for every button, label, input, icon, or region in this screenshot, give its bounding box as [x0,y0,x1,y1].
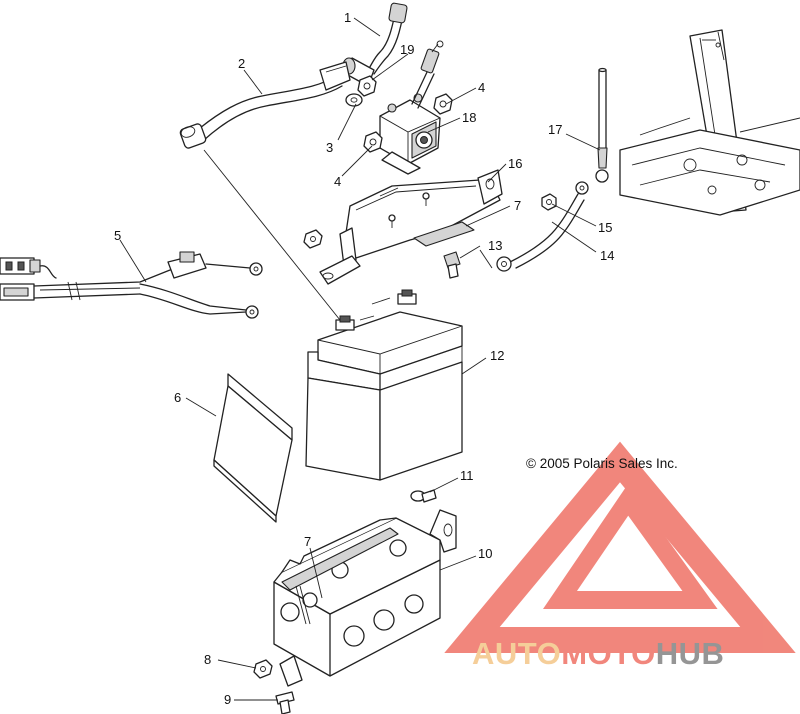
callout-18: 18 [462,110,476,125]
watermark-text-auto: AUTO [472,636,561,671]
callout-4-lower: 4 [334,174,341,189]
nut-part-19 [357,75,377,97]
callout-6: 6 [174,390,181,405]
cable-part-2 [179,61,351,149]
harness-part-5 [0,251,263,319]
callout-13: 13 [488,238,502,253]
callout-8: 8 [204,652,211,667]
callout-2: 2 [238,56,245,71]
bolt-part-9 [275,691,295,714]
frame-bracket [619,29,800,216]
solenoid-part-18 [379,40,444,175]
callout-14: 14 [600,248,614,263]
callout-11: 11 [460,468,474,483]
callout-10: 10 [478,546,492,561]
callout-15: 15 [598,220,612,235]
copyright-notice: © 2005 Polaris Sales Inc. [526,456,678,471]
callout-12: 12 [490,348,504,363]
bolt-part-11 [410,489,437,503]
callout-1: 1 [344,10,351,25]
watermark-logo-icon [444,441,796,653]
callout-16: 16 [508,156,522,171]
nut-part-4-lower [363,131,383,153]
callout-19: 19 [400,42,414,57]
tray-part-10 [273,509,457,687]
cable-part-14 [496,181,589,272]
callout-4-upper: 4 [478,80,485,95]
strap-part-7-lower [281,527,399,625]
bracket-part-16 [319,169,503,285]
strap-part-7-upper [413,221,475,247]
callout-3: 3 [326,140,333,155]
callout-7-upper: 7 [514,198,521,213]
callout-numbers: 1 2 3 4 4 5 6 7 7 8 9 10 11 12 13 14 15 … [114,10,614,707]
callout-5: 5 [114,228,121,243]
washer-part-3 [345,93,363,107]
callout-17: 17 [548,122,562,137]
leader-lines [119,17,601,701]
callout-9: 9 [224,692,231,707]
cable-part-1 [342,2,408,87]
automotohub-watermark: AUTOMOTOHUB [444,441,796,671]
watermark-text-moto: MOTO [561,636,655,671]
watermark-text-hub: HUB [656,636,725,671]
bolt-part-13 [443,251,461,279]
battery-part-12 [305,289,463,481]
nut-bracket [303,229,323,249]
svg-text:AUTOMOTOHUB: AUTOMOTOHUB [472,636,724,671]
nut-part-15 [541,193,557,211]
pad-part-6 [213,373,293,523]
rod-part-17 [595,67,609,183]
callout-7-lower: 7 [304,534,311,549]
nut-part-8 [253,659,273,679]
nut-part-4-upper [433,93,453,115]
